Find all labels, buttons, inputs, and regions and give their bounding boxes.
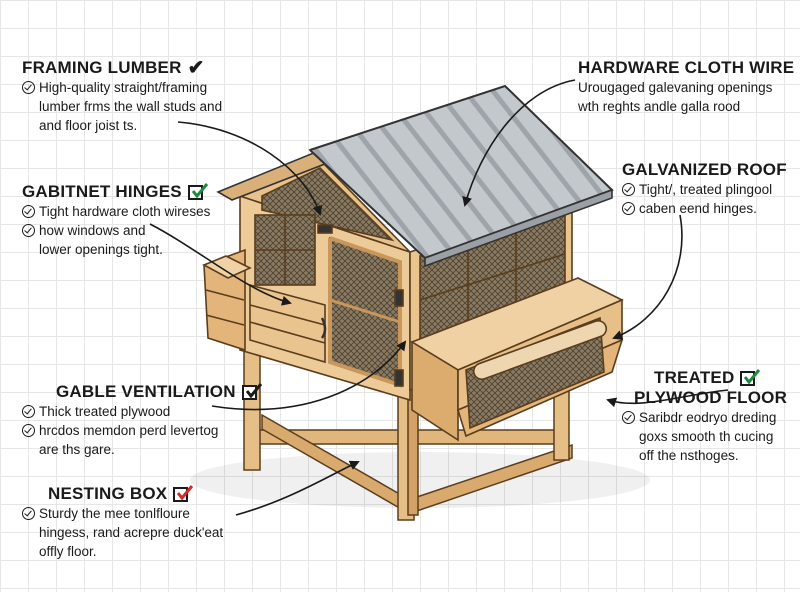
check-circle-icon [622,202,635,215]
check-circle-icon [22,224,35,237]
callout-cabinet-hinges: GABITNET HINGES Tight hardware cloth wir… [22,182,210,259]
check-circle-icon [622,411,635,424]
title-text: PLYWOOD FLOOR [634,388,787,408]
title-text: NESTING BOX [48,484,167,504]
green-check-box-icon [740,371,755,386]
callout-line: Thick treated plywood [22,402,257,421]
callout-line: goxs smooth th cucing [622,427,787,446]
check-circle-icon [22,507,35,520]
left-nesting-box [204,250,250,350]
check-circle-icon [22,205,35,218]
line-text: Thick treated plywood [39,402,170,421]
callout-line: offly floor. [22,542,223,561]
callout-title-line2: PLYWOOD FLOOR [622,388,787,408]
callout-title: GABITNET HINGES [22,182,210,202]
callout-hardware-cloth-wire: HARDWARE CLOTH WIRE Urougaged galevaning… [578,58,800,116]
callout-line: are ths gare. [22,440,257,459]
check-icon: ✔ [188,58,205,78]
callout-line: how windows and [22,221,210,240]
callout-title: FRAMING LUMBER ✔ [22,58,222,78]
callout-line: Tight/, treated plingool [622,180,787,199]
red-check-box-icon [173,487,188,502]
line-text: wth reghts andle galla rood [578,97,740,116]
title-text: TREATED [654,368,734,388]
title-text: GABITNET HINGES [22,182,182,202]
check-circle-icon [22,424,35,437]
line-text: Sturdy the mee tonlfloure [39,504,190,523]
check-circle-icon [622,183,635,196]
check-circle-icon [22,81,35,94]
callout-framing-lumber: FRAMING LUMBER ✔ High-quality straight/f… [22,58,222,135]
callout-line: off the nsthoges. [622,446,787,465]
callout-line: and floor joist ts. [22,116,222,135]
line-text: lumber frms the wall studs and [39,97,222,116]
callout-title: GALVANIZED ROOF [622,160,787,180]
callout-line: lumber frms the wall studs and [22,97,222,116]
callout-line: caben eend hinges. [622,199,787,218]
line-text: off the nsthoges. [639,446,739,465]
line-text: Tight/, treated plingool [639,180,772,199]
line-text: Tight hardware cloth wireses [39,202,210,221]
line-text: are ths gare. [39,440,115,459]
callout-line: hingess, rand acrepre duck'eat [22,523,223,542]
callout-line: High-quality straight/framing [22,78,222,97]
line-text: how windows and [39,221,146,240]
title-text: HARDWARE CLOTH WIRE [578,58,794,78]
check-circle-icon [22,405,35,418]
callout-gable-ventilation: GABLE VENTILATION Thick treated plywood … [22,382,257,459]
check-box-icon [242,385,257,400]
line-text: Urougaged galevaning openings [578,78,772,97]
green-check-box-icon [188,185,203,200]
callout-line: hrcdos memdon perd levertog [22,421,257,440]
callout-title: GABLE VENTILATION [22,382,257,402]
line-text: and floor joist ts. [39,116,137,135]
callout-treated-plywood-floor: TREATED PLYWOOD FLOOR Saribdr eodryo dre… [622,368,787,465]
line-text: caben eend hinges. [639,199,757,218]
callout-title: TREATED [622,368,787,388]
line-text: hingess, rand acrepre duck'eat [39,523,223,542]
callout-line: Urougaged galevaning openings [578,78,800,97]
title-text: GALVANIZED ROOF [622,160,787,180]
line-text: Saribdr eodryo dreding [639,408,776,427]
callout-galvanized-roof: GALVANIZED ROOF Tight/, treated plingool… [622,160,787,218]
callout-title: NESTING BOX [22,484,223,504]
callout-nesting-box: NESTING BOX Sturdy the mee tonlfloure hi… [22,484,223,561]
line-text: goxs smooth th cucing [639,427,773,446]
title-text: GABLE VENTILATION [56,382,236,402]
line-text: lower openings tight. [39,240,163,259]
callout-title: HARDWARE CLOTH WIRE [578,58,800,78]
callout-line: Sturdy the mee tonlfloure [22,504,223,523]
line-text: offly floor. [39,542,97,561]
callout-line: Saribdr eodryo dreding [622,408,787,427]
title-text: FRAMING LUMBER [22,58,182,78]
leader-galvanized-roof [614,215,682,338]
callout-line: wth reghts andle galla rood [578,97,800,116]
line-text: High-quality straight/framing [39,78,207,97]
line-text: hrcdos memdon perd levertog [39,421,218,440]
callout-line: lower openings tight. [22,240,210,259]
callout-line: Tight hardware cloth wireses [22,202,210,221]
